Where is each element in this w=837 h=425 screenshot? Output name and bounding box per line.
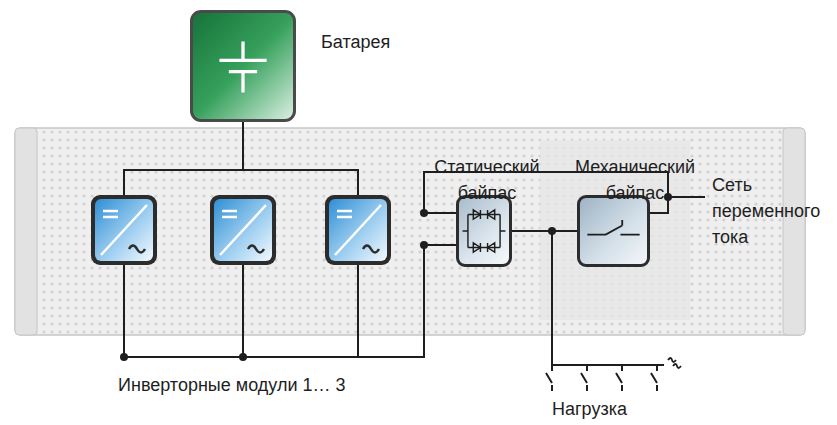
wire-connector [512,230,577,232]
text-label: Инверторные модули 1… 3 [118,372,378,398]
text-label: Сеть переменного тока [712,172,834,250]
junction-dots [120,193,672,361]
battery-symbol [193,13,293,119]
node-label: Статический байпас [422,154,552,206]
inverter-module [210,195,276,265]
switch-symbol [580,198,647,264]
battery-box: Батарея [190,10,296,122]
node-label: Механический байпас [565,154,705,206]
inverter-module [91,195,157,265]
static-bypass-box: Статический байпас [456,195,512,267]
rack-chassis [15,128,805,335]
load-switches [546,365,657,391]
node-label: Батарея [321,29,421,55]
mechanical-bypass-box: Механический байпас [577,195,650,267]
text-label: Нагрузка [552,396,672,422]
inverter-module [325,195,391,265]
wiring [124,122,705,368]
thyristor-symbol [459,198,509,264]
